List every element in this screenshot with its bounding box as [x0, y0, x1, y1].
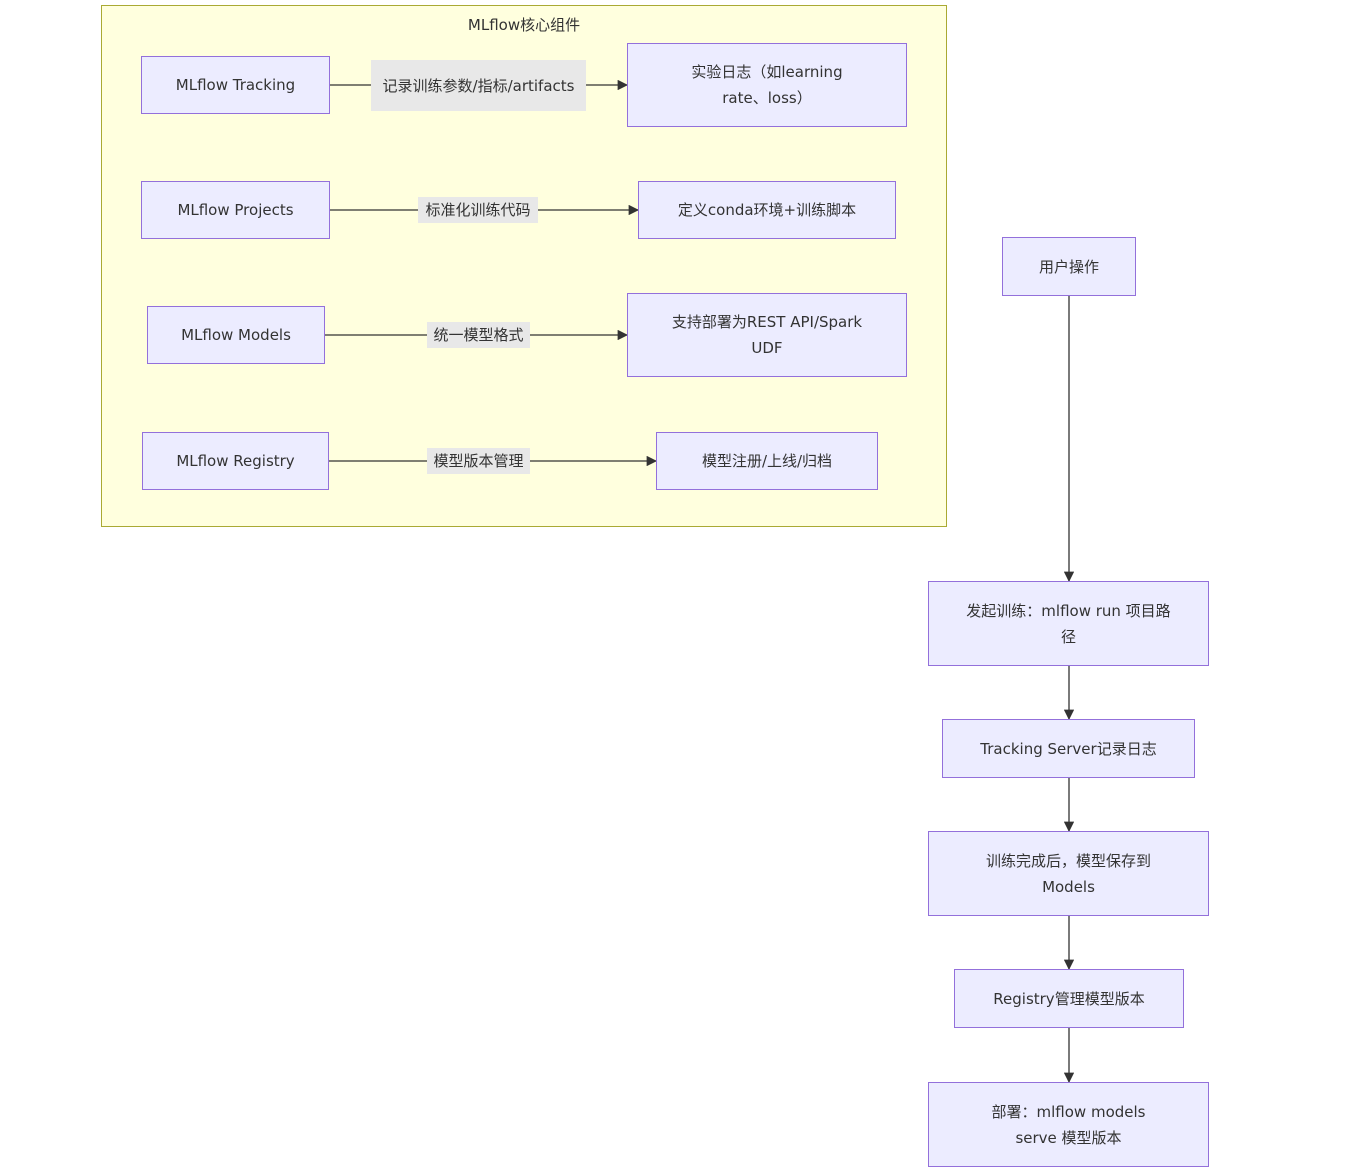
node-tracking-server-log: Tracking Server记录日志: [942, 719, 1195, 778]
node-start-training: 发起训练：mlflow run 项目路径: [928, 581, 1209, 666]
edge-label-projects: 标准化训练代码: [418, 197, 538, 223]
edge-label-registry: 模型版本管理: [427, 448, 530, 474]
edge-label-models: 统一模型格式: [427, 322, 530, 348]
node-register-archive: 模型注册/上线/归档: [656, 432, 878, 490]
node-model-saved: 训练完成后，模型保存到Models: [928, 831, 1209, 916]
node-conda-env-script: 定义conda环境+训练脚本: [638, 181, 896, 239]
node-mlflow-tracking: MLflow Tracking: [141, 56, 330, 114]
node-registry-manage: Registry管理模型版本: [954, 969, 1184, 1028]
node-deploy-serve: 部署：mlflow models serve 模型版本: [928, 1082, 1209, 1167]
node-deploy-rest-spark: 支持部署为REST API/Spark UDF: [627, 293, 907, 377]
node-experiment-logs: 实验日志（如learning rate、loss）: [627, 43, 907, 127]
node-mlflow-registry: MLflow Registry: [142, 432, 329, 490]
node-mlflow-projects: MLflow Projects: [141, 181, 330, 239]
node-user-action: 用户操作: [1002, 237, 1136, 296]
cluster-title: MLflow核心组件: [467, 16, 581, 34]
node-mlflow-models: MLflow Models: [147, 306, 325, 364]
edge-label-tracking: 记录训练参数/指标/artifacts: [371, 60, 586, 111]
